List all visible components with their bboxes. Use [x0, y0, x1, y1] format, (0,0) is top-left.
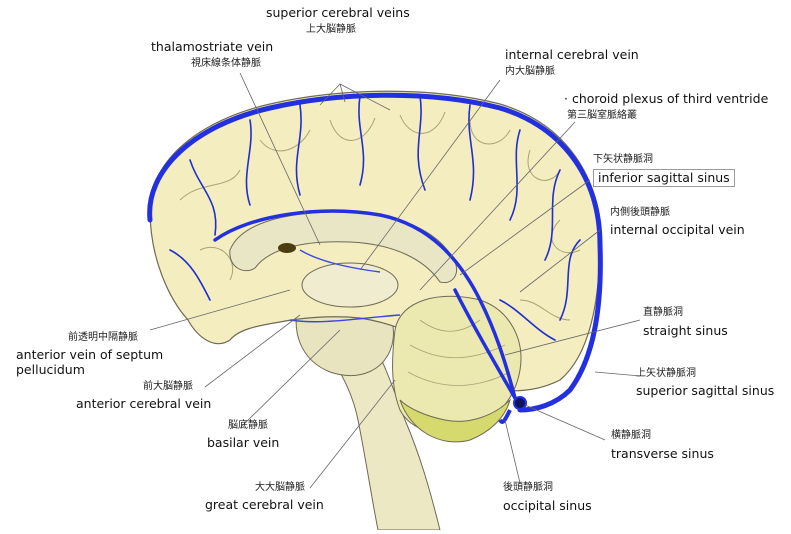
label-superior-sagittal-sinus-jp: 上矢状静脈洞 — [636, 368, 696, 379]
label-anterior-vein-septum-jp: 前透明中隔静脈 — [68, 332, 138, 343]
label-internal-occipital-vein-jp: 内側後頭静脈 — [610, 207, 670, 218]
label-choroid-plexus: · choroid plexus of third ventride — [564, 91, 769, 106]
cortical-veins — [169, 95, 581, 341]
label-great-cerebral-vein: great cerebral vein — [205, 497, 324, 512]
label-thalamostriate-vein: thalamostriate vein — [151, 39, 274, 54]
label-superior-sagittal-sinus: superior sagittal sinus — [636, 383, 775, 398]
label-thalamostriate-vein-jp: 視床線条体静脈 — [191, 58, 261, 69]
thalamus — [301, 262, 399, 308]
inferior-sagittal-sinus-path — [213, 209, 517, 400]
label-internal-cerebral-vein: internal cerebral vein — [505, 47, 639, 62]
label-anterior-vein-septum: anterior vein of septum — [16, 347, 164, 362]
label-anterior-cerebral-vein-jp: 前大脳静脈 — [143, 381, 193, 392]
label-internal-cerebral-vein-jp: 内大脳静脈 — [505, 66, 555, 77]
label-transverse-sinus: transverse sinus — [611, 446, 714, 461]
superior-sagittal-sinus-path — [147, 92, 603, 413]
gyri — [179, 111, 581, 321]
label-inferior-sagittal-sinus: inferior sagittal sinus — [593, 169, 735, 188]
label-anterior-cerebral-vein: anterior cerebral vein — [76, 396, 212, 411]
label-transverse-sinus-jp: 横静脈洞 — [611, 430, 651, 441]
cerebellum-lower — [399, 398, 511, 443]
label-inferior-sagittal-sinus-jp: 下矢状静脈洞 — [593, 154, 653, 165]
label-occipital-sinus: occipital sinus — [503, 498, 592, 513]
label-straight-sinus: straight sinus — [643, 323, 728, 338]
label-straight-sinus-jp: 直静脈洞 — [643, 307, 683, 318]
deep-veins — [289, 249, 401, 323]
label-great-cerebral-vein-jp: 大大脳静脈 — [255, 482, 305, 493]
confluence-of-sinuses — [513, 396, 527, 410]
label-occipital-sinus-jp: 後頭静脈洞 — [503, 482, 553, 493]
label-superior-cerebral-veins-jp: 上大脳静脈 — [306, 24, 356, 35]
leader-lines — [149, 72, 641, 489]
label-internal-occipital-vein: internal occipital vein — [610, 222, 745, 237]
interventricular-foramen — [278, 243, 296, 253]
label-basilar-vein-jp: 脳底静脈 — [228, 420, 268, 431]
straight-sinus-path — [453, 288, 517, 400]
occipital-sinus-path — [498, 409, 512, 424]
label-choroid-plexus-jp: 第三脳室脈絡叢 — [567, 110, 637, 121]
label-basilar-vein: basilar vein — [207, 435, 280, 450]
label-anterior-vein-septum-line2: pellucidum — [16, 362, 85, 377]
label-superior-cerebral-veins: superior cerebral veins — [266, 5, 410, 20]
